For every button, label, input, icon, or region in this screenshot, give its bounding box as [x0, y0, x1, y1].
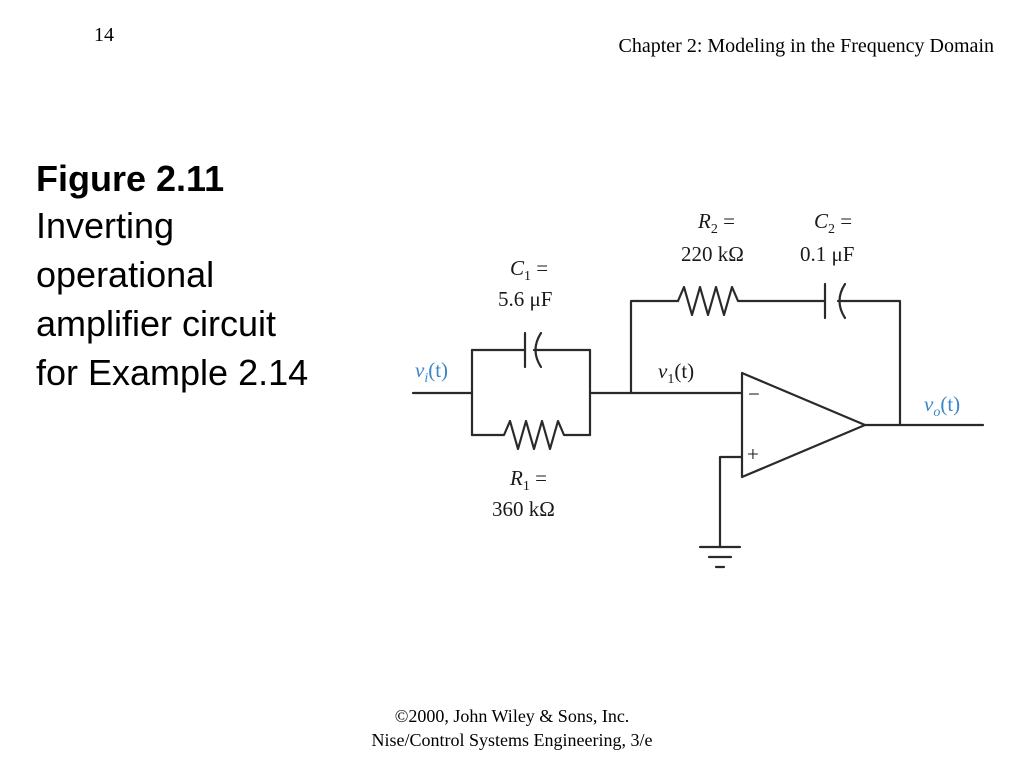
label-v1: v1(t) — [658, 359, 694, 387]
book-citation-line: Nise/Control Systems Engineering, 3/e — [371, 730, 653, 750]
op-amp-circuit-diagram: − + C1 = 5.6 μF R1 = 360 kΩ R2 = 220 kΩ … — [411, 209, 985, 569]
label-c2: C2 = — [814, 209, 852, 237]
value-r2: 220 kΩ — [681, 242, 744, 266]
label-r1: R1 = — [509, 466, 547, 494]
label-vi: vi(t) — [415, 358, 448, 386]
page-number: 14 — [94, 24, 114, 46]
footer: ©2000, John Wiley & Sons, Inc. Nise/Cont… — [0, 704, 1024, 752]
feedback-right-wire — [836, 299, 902, 427]
label-c1: C1 = — [510, 256, 548, 284]
caption-line-3: amplifier circuit — [36, 303, 277, 344]
label-r2: R2 = — [697, 209, 735, 237]
non-inverting-input-wire — [718, 455, 744, 549]
value-c2: 0.1 μF — [800, 242, 854, 266]
r2-resistor — [676, 285, 827, 317]
value-c1: 5.6 μF — [498, 287, 552, 311]
r1-resistor — [470, 419, 592, 451]
chapter-title: Chapter 2: Modeling in the Frequency Dom… — [618, 35, 994, 57]
copyright-line: ©2000, John Wiley & Sons, Inc. — [394, 706, 630, 726]
feedback-left-wire — [629, 299, 680, 395]
caption-line-4: for Example 2.14 — [36, 352, 309, 393]
op-amp-triangle — [740, 371, 867, 479]
value-r1: 360 kΩ — [492, 497, 555, 521]
label-vo: vo(t) — [924, 392, 960, 420]
caption-line-1: Inverting — [36, 205, 175, 246]
figure-title: Figure 2.11 — [36, 158, 225, 199]
caption-line-2: operational — [36, 254, 215, 295]
op-amp-plus-sign: + — [747, 442, 759, 466]
op-amp-minus-sign: − — [748, 382, 760, 406]
ground-symbol — [698, 545, 742, 569]
figure-caption: Figure 2.11 Inverting operational amplif… — [36, 157, 396, 397]
